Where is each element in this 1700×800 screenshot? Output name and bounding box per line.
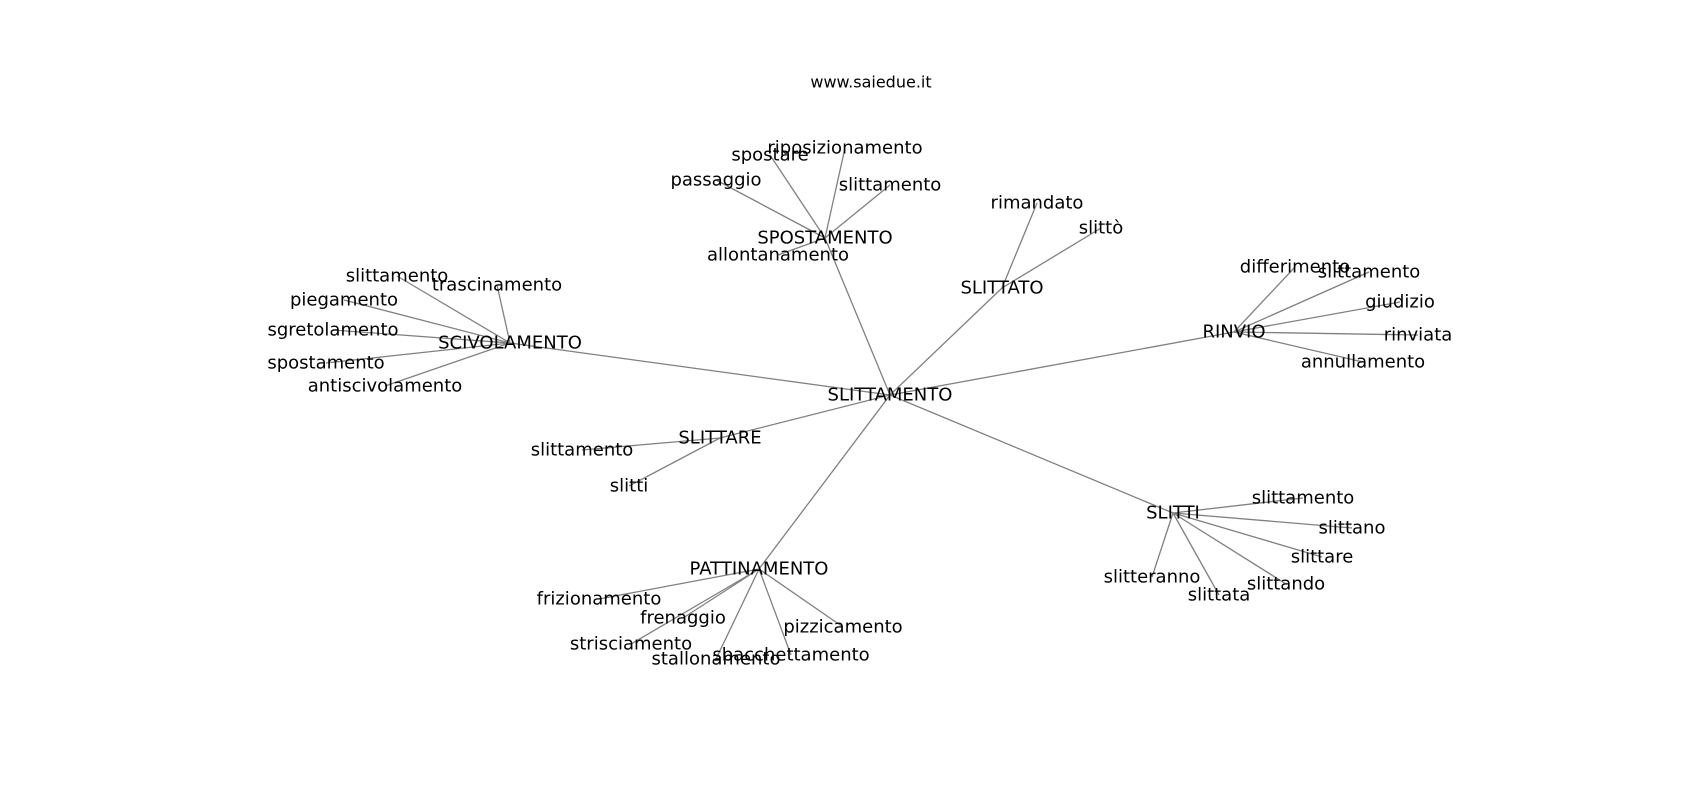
edge-root-4 bbox=[719, 394, 891, 439]
leaf-node: sgretolamento bbox=[267, 320, 398, 341]
leaf-node: spostare bbox=[731, 145, 808, 166]
edge-2-2 bbox=[1233, 301, 1401, 333]
edge-3-3 bbox=[332, 329, 511, 344]
edge-0-1 bbox=[769, 154, 826, 239]
edge-2-3 bbox=[1233, 331, 1419, 336]
edge-6-0 bbox=[598, 568, 760, 600]
leaf-node: slitti bbox=[610, 476, 649, 497]
leaf-node: trascinamento bbox=[432, 275, 562, 296]
edge-6-2 bbox=[630, 568, 760, 645]
edge-0-3 bbox=[824, 184, 891, 239]
leaf-node: allontanamento bbox=[707, 245, 849, 266]
edge-3-2 bbox=[343, 299, 511, 344]
leaf-node: slittano bbox=[1319, 518, 1386, 539]
branch-node: SPOSTAMENTO bbox=[757, 228, 892, 249]
edge-root-1 bbox=[889, 287, 1003, 396]
edge-5-0 bbox=[1172, 497, 1304, 514]
watermark-text: www.saiedue.it bbox=[810, 73, 931, 92]
leaf-node: strisciamento bbox=[570, 634, 692, 655]
edge-root-3 bbox=[509, 342, 891, 396]
edge-6-5 bbox=[758, 568, 844, 628]
leaf-node: differimento bbox=[1240, 257, 1350, 278]
leaf-node: slittamento bbox=[531, 440, 634, 461]
leaf-node: slittò bbox=[1079, 218, 1124, 239]
leaf-node: pizzicamento bbox=[783, 617, 902, 638]
branch-node: SLITTATO bbox=[960, 278, 1043, 299]
edge-3-4 bbox=[325, 342, 511, 364]
leaf-node: rinviata bbox=[1384, 325, 1453, 346]
edge-4-0 bbox=[581, 437, 721, 451]
edge-root-6 bbox=[758, 394, 891, 570]
edge-5-2 bbox=[1172, 512, 1323, 558]
edge-0-2 bbox=[715, 179, 826, 239]
leaf-node: spostamento bbox=[267, 353, 384, 374]
leaf-node: slittamento bbox=[346, 266, 449, 287]
graph-labels: www.saiedue.it SLITTAMENTO SPOSTAMENTO rip… bbox=[267, 73, 1452, 670]
leaf-node: slittamento bbox=[839, 175, 942, 196]
edge-2-4 bbox=[1233, 331, 1364, 363]
edge-3-0 bbox=[396, 275, 511, 344]
leaf-node: passaggio bbox=[670, 170, 761, 191]
branch-node: SLITTI bbox=[1146, 503, 1200, 524]
leaf-node: slittamento bbox=[1252, 488, 1355, 509]
root-node: SLITTAMENTO bbox=[828, 385, 953, 406]
edge-5-3 bbox=[1172, 512, 1287, 585]
edge-0-0 bbox=[824, 147, 846, 239]
leaf-node: slittando bbox=[1247, 574, 1325, 595]
edge-root-5 bbox=[889, 394, 1174, 514]
edge-5-4 bbox=[1172, 512, 1220, 596]
leaf-node: slitteranno bbox=[1104, 567, 1201, 588]
edge-3-5 bbox=[384, 342, 511, 387]
branch-node: SCIVOLAMENTO bbox=[438, 333, 582, 354]
branch-node: RINVIO bbox=[1202, 322, 1265, 343]
leaf-node: slittata bbox=[1188, 585, 1251, 606]
edge-0-4 bbox=[777, 237, 826, 256]
edge-2-0 bbox=[1233, 266, 1296, 333]
edge-2-1 bbox=[1233, 271, 1370, 333]
leaf-node: frenaggio bbox=[640, 608, 726, 629]
edge-5-1 bbox=[1172, 512, 1353, 529]
branch-node: SLITTARE bbox=[678, 428, 761, 449]
edge-1-0 bbox=[1001, 202, 1038, 289]
leaf-node: annullamento bbox=[1301, 352, 1425, 373]
leaf-node: stallonamento bbox=[651, 649, 780, 670]
leaf-node: riposizionamento bbox=[767, 138, 922, 159]
branch-node: PATTINAMENTO bbox=[690, 559, 829, 580]
edge-root-0 bbox=[824, 237, 891, 396]
leaf-node: piegamento bbox=[290, 290, 398, 311]
edge-6-4 bbox=[758, 568, 792, 656]
edge-4-1 bbox=[628, 437, 721, 487]
leaf-node: sbacchettamento bbox=[712, 645, 869, 666]
edge-6-3 bbox=[715, 568, 760, 660]
leaf-node: slittamento bbox=[1318, 262, 1421, 283]
leaf-node: slittare bbox=[1291, 547, 1354, 568]
graph-edges bbox=[325, 147, 1419, 660]
leaf-node: antiscivolamento bbox=[308, 376, 463, 397]
edge-5-5 bbox=[1151, 512, 1174, 578]
edge-3-1 bbox=[496, 284, 511, 344]
leaf-node: rimandato bbox=[991, 193, 1084, 214]
edge-1-1 bbox=[1001, 227, 1102, 289]
leaf-node: giudizio bbox=[1365, 292, 1435, 313]
leaf-node: frizionamento bbox=[537, 589, 662, 610]
edge-root-2 bbox=[889, 331, 1235, 396]
